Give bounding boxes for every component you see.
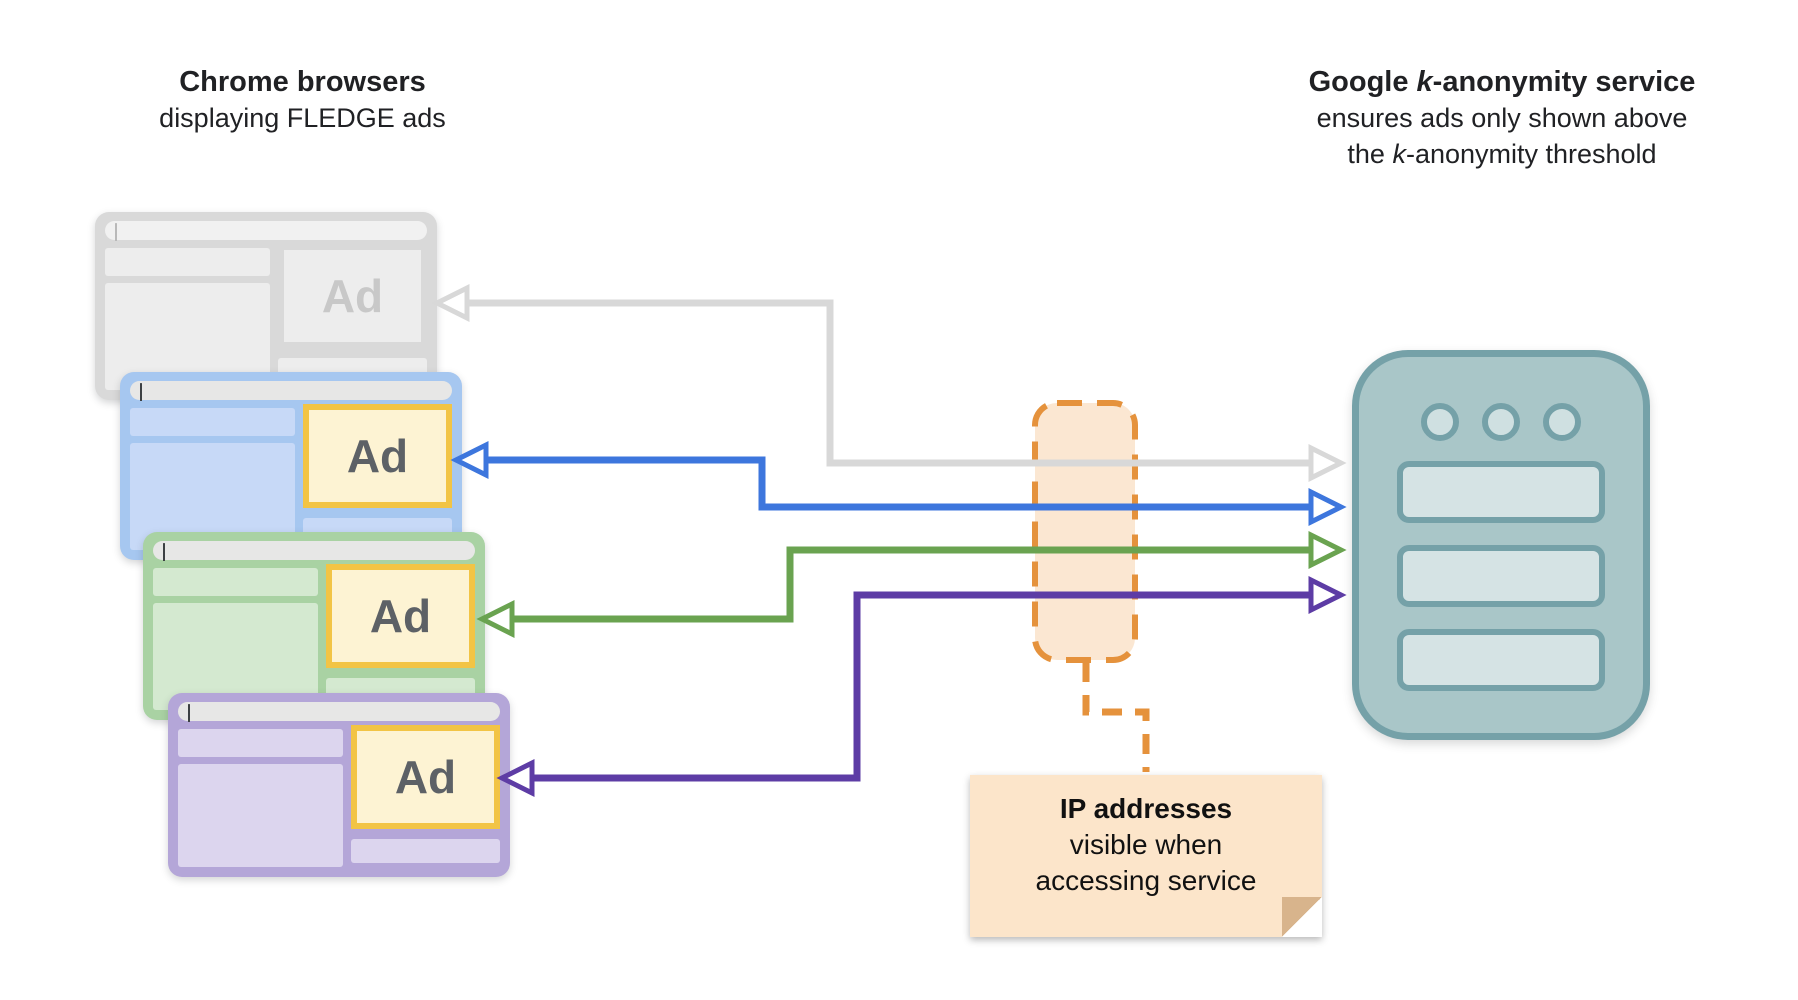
server-slot — [1397, 461, 1605, 523]
browser-window-purple: Ad — [168, 693, 510, 877]
ad-box: Ad — [303, 404, 452, 508]
browsers-title-line1: Chrome browsers — [179, 66, 426, 98]
url-bar — [105, 221, 427, 241]
page-block — [153, 568, 318, 596]
browsers-title: Chrome browsers displaying FLEDGE ads — [85, 64, 520, 136]
server-slots — [1397, 461, 1605, 713]
server-light — [1482, 403, 1520, 441]
lock-icon — [115, 223, 125, 241]
url-bar — [153, 541, 475, 561]
url-bar — [178, 702, 500, 722]
note-fold-corner — [1282, 897, 1322, 937]
page-block — [351, 839, 500, 863]
arrowhead-left — [431, 283, 470, 323]
service-title-line2: ensures ads only shown above — [1316, 103, 1688, 133]
browsers-title-line2: displaying FLEDGE ads — [159, 103, 446, 133]
lock-icon — [163, 543, 173, 561]
arrowhead-right — [1308, 487, 1347, 527]
ad-box: Ad — [351, 725, 500, 829]
arrowhead-right — [1308, 575, 1347, 615]
arrow-green — [476, 530, 1347, 639]
arrow-blue — [450, 440, 1347, 527]
server-lights — [1359, 403, 1643, 441]
url-bar — [130, 381, 452, 401]
page-block — [105, 248, 270, 276]
lock-icon — [188, 704, 198, 722]
ip-note-line3: accessing service — [1035, 865, 1257, 896]
server-slot — [1397, 629, 1605, 691]
page-block — [153, 603, 318, 710]
zone-to-note-connector — [1082, 662, 1150, 772]
ip-note-line1: IP addresses — [1059, 793, 1233, 824]
arrow-purple — [496, 575, 1347, 798]
page-block — [178, 764, 343, 867]
service-title-line3: the k-anonymity threshold — [1347, 139, 1657, 169]
ad-box: Ad — [326, 564, 475, 668]
k-anonymity-server — [1352, 350, 1650, 740]
arrowhead-right — [1308, 530, 1347, 570]
ip-exposure-zone — [1032, 400, 1138, 663]
browser-window-green: Ad — [143, 532, 485, 720]
server-slot — [1397, 545, 1605, 607]
ad-box: Ad — [278, 244, 427, 348]
page-block — [130, 408, 295, 436]
page-block — [178, 729, 343, 757]
ip-note-line2: visible when — [1069, 829, 1223, 860]
service-title-line1: Google k-anonymity service — [1308, 66, 1696, 98]
lock-icon — [140, 383, 150, 401]
service-title: Google k-anonymity service ensures ads o… — [1262, 64, 1742, 172]
arrow-gray — [431, 283, 1347, 483]
arrowhead-left — [476, 599, 515, 639]
ip-note: IP addresses visible when accessing serv… — [970, 775, 1322, 937]
browser-window-gray: Ad — [95, 212, 437, 400]
server-light — [1543, 403, 1581, 441]
arrowhead-right — [1308, 443, 1347, 483]
server-light — [1421, 403, 1459, 441]
